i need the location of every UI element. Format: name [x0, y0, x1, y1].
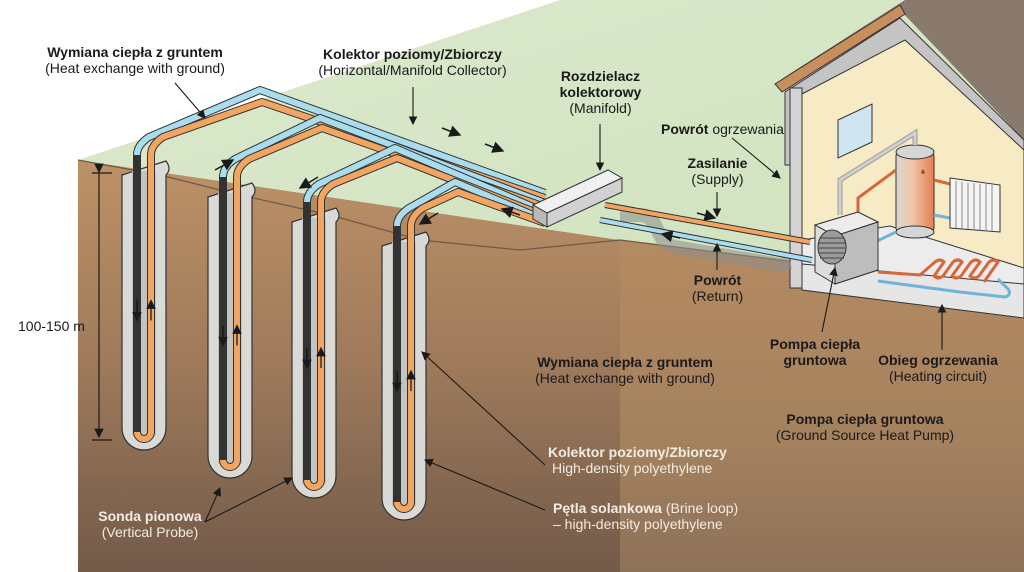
- supply-return-lines: [599, 202, 813, 273]
- label-return: Powrót (Return): [675, 272, 760, 304]
- label-bold: Pętla solankowa: [553, 500, 662, 516]
- house-roof: [780, 0, 1024, 140]
- label-text: 100-150 m: [18, 318, 85, 334]
- flow-arrows: [214, 125, 717, 243]
- probe-up-pipe: [134, 155, 154, 442]
- probe-2: [207, 177, 256, 479]
- label-normal: ogrzewania: [708, 121, 784, 137]
- label-manifold: Rozdzielacz kolektorowy (Manifold): [553, 68, 648, 116]
- label-normal: (Heat exchange with ground): [45, 60, 225, 77]
- depth-indicator: [92, 163, 112, 441]
- label-normal: (Heating circuit): [888, 368, 988, 385]
- label-return-heating: Powrót ogrzewania: [660, 121, 785, 137]
- label-line2: – high-density polyethylene: [553, 516, 723, 533]
- label-bold: Kolektor poziomy/Zbiorczy: [548, 444, 727, 460]
- label-heat-exchange-mid: Wymiana ciepła z gruntem (Heat exchange …: [525, 354, 725, 386]
- soil-side-face: [620, 240, 1024, 572]
- collector-pipe-8: [408, 189, 547, 227]
- label-bold-2: gruntowa: [783, 352, 847, 369]
- label-bold: Wymiana ciepła z gruntem: [537, 354, 713, 370]
- underfloor-heating: [877, 258, 1000, 283]
- probe-1: [121, 155, 170, 451]
- label-heat-pump: Pompa ciepła gruntowa: [765, 336, 865, 368]
- label-normal: (Manifold): [569, 100, 632, 117]
- label-bold-1: Pompa ciepła: [769, 336, 861, 352]
- probe-4: [381, 226, 430, 521]
- label-normal: (Horizontal/Manifold Collector): [318, 62, 507, 79]
- label-bold: Wymiana ciepła z gruntem: [47, 44, 223, 60]
- label-collector-top: Kolektor poziomy/Zbiorczy (Horizontal/Ma…: [305, 46, 520, 78]
- probe-3: [291, 202, 340, 499]
- label-normal: (Ground Source Heat Pump): [775, 427, 955, 444]
- label-depth: 100-150 m: [18, 318, 98, 334]
- label-bold-1: Rozdzielacz: [560, 68, 641, 84]
- label-normal: (Supply): [691, 171, 744, 188]
- label-normal: (Heat exchange with ground): [535, 370, 715, 387]
- label-heating-circuit: Obieg ogrzewania (Heating circuit): [873, 352, 1003, 384]
- label-bold: Pompa ciepła gruntowa: [786, 411, 944, 427]
- label-bold: Powrót: [693, 272, 742, 288]
- collector-pipe-7: [394, 179, 547, 227]
- probe-up-pipe: [394, 226, 414, 512]
- collector-pipe-5: [304, 145, 547, 215]
- label-normal: (Return): [691, 288, 744, 305]
- label-collector-bottom: Kolektor poziomy/Zbiorczy High-density p…: [548, 444, 728, 476]
- label-normal: (Brine loop): [661, 500, 739, 516]
- label-bold: Obieg ogrzewania: [878, 352, 998, 368]
- hot-water-tank: [895, 151, 935, 233]
- probe-up-pipe: [304, 202, 324, 490]
- collector-pipe-2: [148, 99, 546, 201]
- window: [837, 103, 873, 159]
- collector-pipe-6: [318, 155, 547, 219]
- label-bold-2: kolektorowy: [559, 84, 642, 101]
- label-vertical-probe: Sonda pionowa (Vertical Probe): [95, 508, 205, 540]
- label-normal: (Vertical Probe): [101, 524, 199, 541]
- label-bold: Powrót: [661, 121, 709, 137]
- label-bold: Sonda pionowa: [98, 508, 202, 524]
- label-supply: Zasilanie (Supply): [675, 155, 760, 187]
- label-bold: Kolektor poziomy/Zbiorczy: [323, 46, 502, 62]
- heat-pump-fan-grille: [817, 229, 847, 265]
- manifold-box: [531, 169, 624, 228]
- horizontal-collector-pipes: [133, 86, 547, 227]
- label-bold: Zasilanie: [687, 155, 748, 171]
- label-brine-loop: Pętla solankowa (Brine loop) – high-dens…: [553, 500, 753, 532]
- collector-pipe-4: [234, 125, 547, 210]
- grass-surface: [78, 0, 1024, 290]
- vertical-probes: [121, 155, 430, 521]
- probe-up-pipe: [220, 177, 240, 470]
- leader-lines: [174, 82, 947, 523]
- label-heat-exchange-top: Wymiana ciepła z gruntem (Heat exchange …: [30, 44, 240, 76]
- collector-pipe-1: [134, 87, 547, 196]
- label-normal: High-density polyethylene: [552, 460, 713, 477]
- label-gshp: Pompa ciepła gruntowa (Ground Source Hea…: [765, 411, 965, 443]
